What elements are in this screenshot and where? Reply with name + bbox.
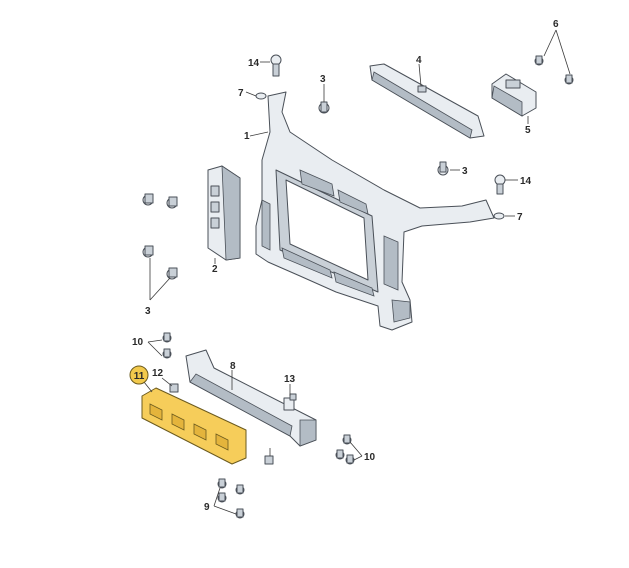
side-bracket [207, 165, 241, 261]
label-part-14: 14 [520, 176, 532, 187]
screw-icon [342, 434, 352, 445]
screw-icon [166, 267, 178, 280]
clip-icon [255, 92, 267, 100]
label-part-3: 3 [145, 306, 151, 317]
label-part-5: 5 [525, 125, 531, 136]
upper-rail [369, 63, 485, 139]
label-part-10: 10 [132, 337, 144, 348]
screw-icon [162, 332, 172, 343]
bolt-icon [270, 54, 282, 77]
callout-labels: 14 7 3 4 6 5 1 3 14 7 2 3 10 8 12 13 10 … [129, 19, 559, 513]
highlight-badge [129, 365, 149, 385]
clip-icon [283, 393, 297, 411]
screw-icon [166, 196, 178, 209]
label-part-8: 8 [230, 361, 236, 372]
screw-icon [534, 55, 544, 66]
label-part-3: 3 [462, 166, 468, 177]
label-part-10: 10 [364, 452, 376, 463]
bolt-icon [494, 174, 506, 195]
label-part-2: 2 [212, 264, 218, 275]
label-part-7: 7 [238, 88, 244, 99]
screw-icon [142, 193, 154, 206]
screw-icon [217, 492, 227, 503]
screw-icon [437, 161, 449, 176]
screw-icon [235, 484, 245, 495]
front-carrier-frame [255, 91, 495, 331]
nut-icon [264, 455, 274, 465]
label-part-3: 3 [320, 74, 326, 85]
label-part-9: 9 [204, 502, 210, 513]
screw-icon [345, 454, 355, 465]
label-part-6: 6 [553, 19, 559, 30]
label-part-13: 13 [284, 374, 296, 385]
label-part-14: 14 [248, 58, 260, 69]
screw-icon [335, 449, 345, 460]
fasteners [142, 54, 574, 519]
nut-icon [169, 383, 179, 393]
screw-icon [235, 508, 245, 519]
screw-icon [162, 348, 172, 359]
bumper-beam [185, 349, 317, 447]
impact-absorber-highlighted [141, 387, 247, 465]
label-part-7: 7 [517, 212, 523, 223]
latch-block [491, 73, 537, 117]
label-part-4: 4 [416, 55, 422, 66]
clip-icon [493, 212, 505, 220]
label-part-11: 11 [134, 371, 145, 382]
label-part-12: 12 [152, 368, 164, 379]
screw-icon [142, 245, 154, 258]
leader-lines [143, 29, 571, 515]
screw-icon [217, 478, 227, 489]
label-part-1: 1 [244, 131, 250, 142]
screw-icon [318, 101, 330, 114]
screw-icon [564, 74, 574, 85]
